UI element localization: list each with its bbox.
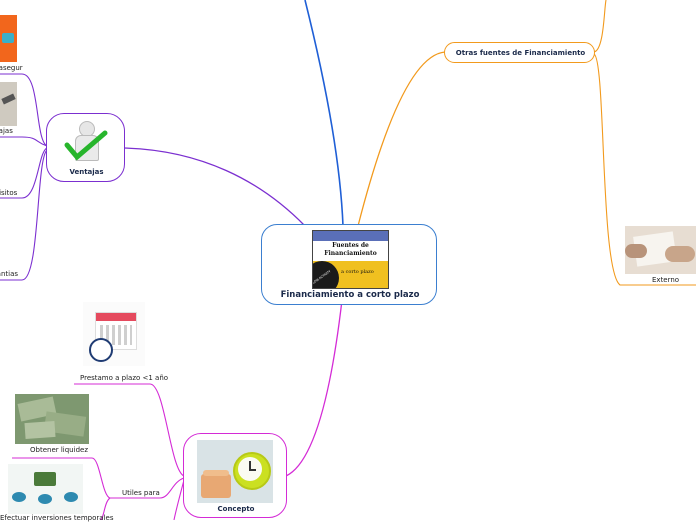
otras-fuentes-label: Otras fuentes de Financiamiento [455, 49, 586, 57]
checkmark-person-icon [63, 119, 109, 163]
central-node[interactable]: Fuentes de Financiamiento a corto plazo … [261, 224, 437, 305]
orange-sub-line-externo [593, 53, 696, 286]
central-image-caption-3: a corto plazo [341, 269, 374, 275]
purple-sub-1 [0, 73, 48, 147]
liquidez-label: Obtener liquidez [30, 446, 88, 454]
ventaja-1-label: ...asegur [0, 64, 23, 72]
ventaja-4-label: ...antias [0, 270, 19, 278]
externo-image [625, 226, 696, 274]
orange-branch-line [357, 51, 446, 227]
purple-sub-3 [0, 147, 48, 199]
ventajas-label: Ventajas [69, 168, 104, 176]
clock-coins-image [197, 440, 273, 503]
ventaja-2-image [0, 82, 17, 126]
inversiones-label: Efectuar inversiones temporales [0, 514, 114, 522]
purple-branch-line [123, 147, 306, 227]
magenta-branch-line [285, 299, 343, 477]
blue-branch-line [304, 0, 344, 227]
central-node-title: Financiamiento a corto plazo [280, 290, 420, 300]
ventaja-1-image [0, 15, 17, 62]
money-image [15, 394, 89, 444]
concepto-label: Concepto [217, 505, 255, 513]
utiles-label: Utiles para [122, 489, 160, 497]
central-image-caption-1: Fuentes de [332, 242, 369, 249]
calendar-icon [83, 302, 145, 366]
ventaja-2-label: ...ajas [0, 127, 13, 135]
magenta-leaf-liquidez [12, 457, 111, 499]
prestamo-label: Prestamo a plazo <1 año [80, 374, 169, 382]
magenta-sub-down [173, 479, 185, 520]
ventajas-node[interactable]: Ventajas [46, 113, 125, 182]
concepto-node[interactable]: Concepto [183, 433, 287, 518]
magenta-leaf-inversiones [99, 497, 111, 520]
purple-sub-2 [0, 136, 48, 147]
investment-image [8, 464, 83, 514]
ventaja-3-label: ...uisitos [0, 189, 18, 197]
purple-sub-4 [0, 149, 48, 281]
stopwatch-icon [89, 338, 113, 362]
externo-label: Externo [652, 276, 680, 284]
orange-sub-line-top [593, 0, 607, 53]
magenta-sub-utiles [110, 477, 185, 499]
central-node-image: Fuentes de Financiamiento a corto plazo … [312, 230, 389, 289]
otras-fuentes-node[interactable]: Otras fuentes de Financiamiento [444, 42, 595, 63]
magenta-sub-prestamo [74, 383, 185, 477]
central-image-caption-2: Financiamiento [324, 250, 377, 257]
